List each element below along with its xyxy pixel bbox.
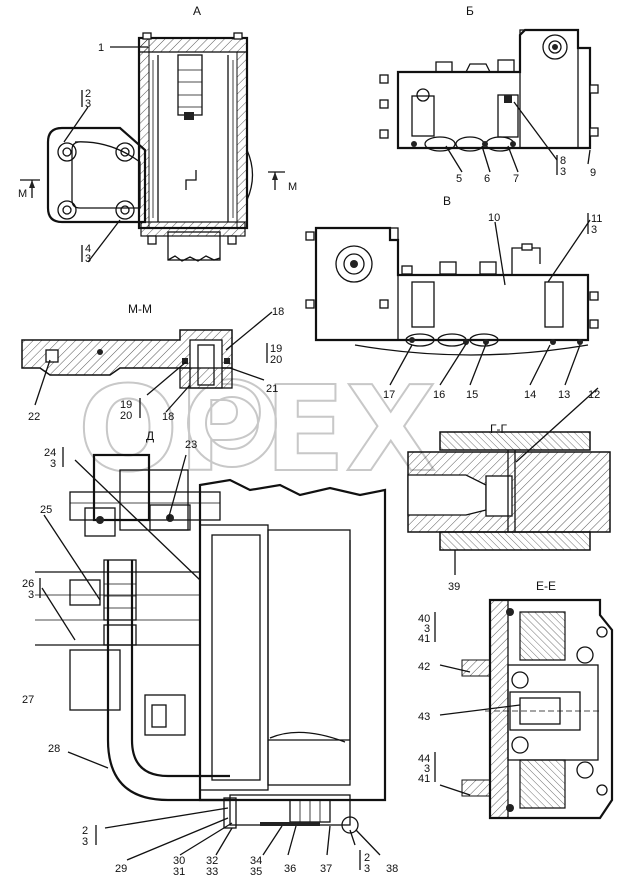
callout-26: 26 bbox=[22, 578, 34, 590]
callout-44-sub: 3 bbox=[424, 763, 430, 775]
callout-16: 16 bbox=[433, 389, 445, 401]
view-d: Д bbox=[35, 429, 387, 834]
callout-31: 31 bbox=[173, 866, 185, 878]
view-a-label: А bbox=[193, 4, 201, 18]
view-b-label: Б bbox=[466, 4, 474, 18]
view-gg: Г-Г bbox=[407, 422, 611, 551]
watermark: OPEX bbox=[77, 359, 437, 499]
callout-4: 4 bbox=[85, 243, 91, 255]
callout-8: 8 bbox=[560, 155, 566, 167]
view-ee-label: Е-Е bbox=[536, 579, 556, 593]
callout-15: 15 bbox=[466, 389, 478, 401]
callout-1: 1 bbox=[98, 42, 104, 54]
callout-22: 22 bbox=[28, 411, 40, 423]
callout-42: 42 bbox=[418, 661, 430, 673]
callout-13: 13 bbox=[558, 389, 570, 401]
callout-39: 39 bbox=[448, 581, 460, 593]
callout-7: 7 bbox=[513, 173, 519, 185]
callout-24: 24 bbox=[44, 447, 56, 459]
callout-29: 29 bbox=[115, 863, 127, 875]
callout-44: 44 bbox=[418, 753, 430, 765]
callout-38: 38 bbox=[386, 863, 398, 875]
callout-4-sub: 3 bbox=[85, 253, 91, 265]
callout-40: 40 bbox=[418, 613, 430, 625]
section-m-left-label: М bbox=[18, 188, 27, 200]
callouts: 1 2 3 4 3 5 6 7 8 3 9 10 11 3 12 13 14 1… bbox=[22, 42, 602, 878]
callout-3-bottom: 3 bbox=[82, 836, 88, 848]
view-b: Б bbox=[379, 4, 599, 152]
view-v: В bbox=[305, 194, 599, 356]
section-m-right-label: М bbox=[288, 181, 297, 193]
callout-19-left: 19 bbox=[120, 399, 132, 411]
callout-2: 2 bbox=[85, 88, 91, 100]
callout-24-sub: 3 bbox=[50, 458, 56, 470]
callout-17: 17 bbox=[383, 389, 395, 401]
callout-3-right: 3 bbox=[364, 863, 370, 875]
callout-34: 34 bbox=[250, 855, 262, 867]
callout-11-sub: 3 bbox=[591, 224, 597, 236]
callout-28: 28 bbox=[48, 743, 60, 755]
callout-20-right: 20 bbox=[270, 354, 282, 366]
callout-43: 43 bbox=[418, 711, 430, 723]
callout-2-right: 2 bbox=[364, 852, 370, 864]
callout-9: 9 bbox=[590, 167, 596, 179]
view-a: А bbox=[18, 4, 297, 262]
callout-41-bottom: 41 bbox=[418, 773, 430, 785]
callout-37: 37 bbox=[320, 863, 332, 875]
callout-2-sub: 3 bbox=[85, 98, 91, 110]
view-d-label: Д bbox=[146, 429, 154, 443]
callout-5: 5 bbox=[456, 173, 462, 185]
callout-30: 30 bbox=[173, 855, 185, 867]
callout-33: 33 bbox=[206, 866, 218, 878]
callout-21: 21 bbox=[266, 383, 278, 395]
callout-8-sub: 3 bbox=[560, 166, 566, 178]
callout-11: 11 bbox=[591, 213, 602, 225]
callout-35: 35 bbox=[250, 866, 262, 878]
callout-36: 36 bbox=[284, 863, 296, 875]
callout-41-top: 41 bbox=[418, 633, 430, 645]
callout-14: 14 bbox=[524, 389, 536, 401]
callout-27: 27 bbox=[22, 694, 34, 706]
view-ee: Е-Е bbox=[461, 579, 614, 820]
callout-40-sub: 3 bbox=[424, 623, 430, 635]
leader-lines bbox=[34, 46, 599, 870]
callout-6: 6 bbox=[484, 173, 490, 185]
callout-18-top: 18 bbox=[272, 306, 284, 318]
callout-18-bottom: 18 bbox=[162, 411, 174, 423]
callout-20-left: 20 bbox=[120, 410, 132, 422]
callout-2-bottom: 2 bbox=[82, 825, 88, 837]
view-mm: М-М bbox=[21, 302, 233, 389]
callout-32: 32 bbox=[206, 855, 218, 867]
callout-23: 23 bbox=[185, 439, 197, 451]
view-mm-label: М-М bbox=[128, 302, 152, 316]
view-v-label: В bbox=[443, 194, 451, 208]
callout-12: 12 bbox=[588, 389, 600, 401]
callout-19-right: 19 bbox=[270, 343, 282, 355]
callout-10: 10 bbox=[488, 212, 500, 224]
callout-26-sub: 3 bbox=[28, 589, 34, 601]
callout-25: 25 bbox=[40, 504, 52, 516]
